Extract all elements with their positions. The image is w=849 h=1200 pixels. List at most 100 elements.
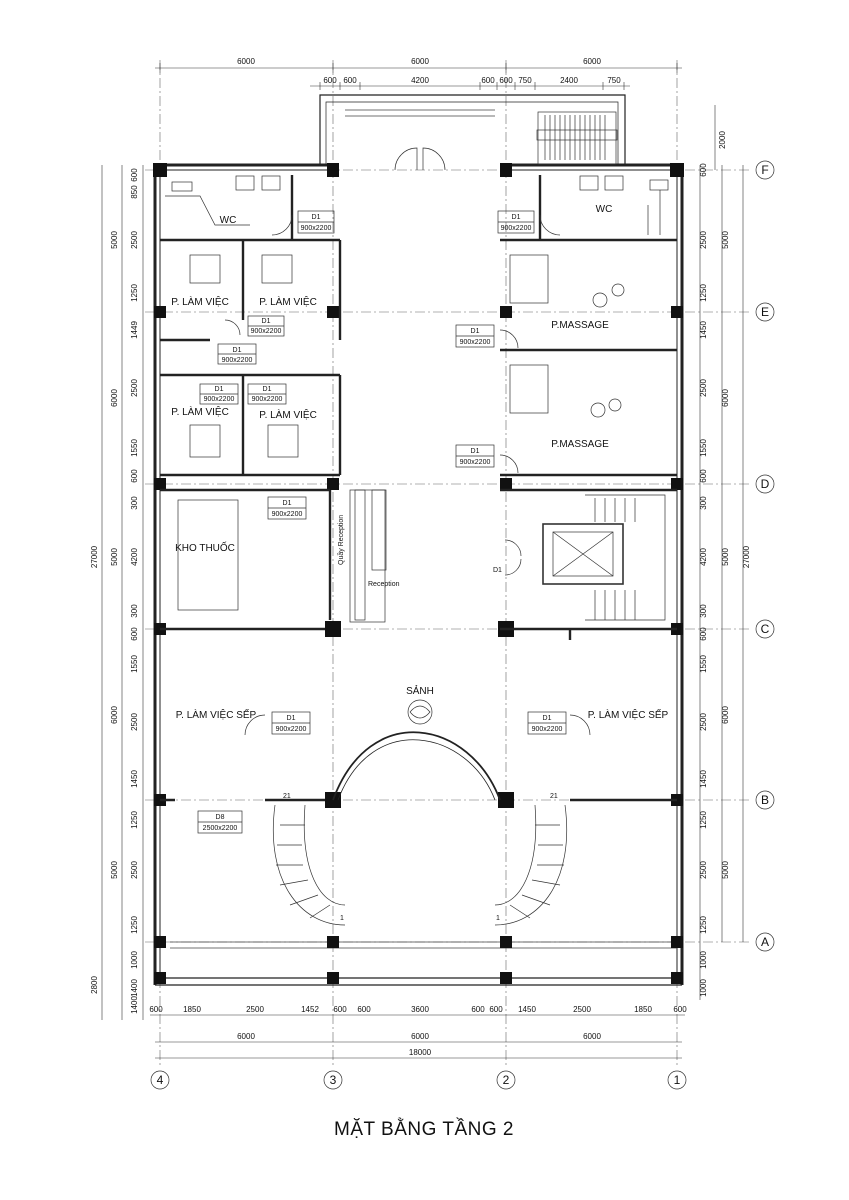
dim-bottom-sub: 600	[471, 1005, 485, 1014]
dim-right: 600	[699, 627, 708, 641]
grid-row-c: C	[761, 622, 770, 636]
dim-top-2: 6000	[411, 57, 429, 66]
dim-left-mid: 6000	[110, 389, 119, 407]
door-size: 900x2200	[501, 225, 532, 232]
room-office-2: P. LÀM VIỆC	[259, 295, 317, 308]
wc-fixtures	[165, 175, 669, 235]
lobby-ornament	[407, 699, 433, 725]
dim-left-mid: 5000	[110, 861, 119, 879]
grid-row-d: D	[761, 477, 770, 491]
door-size: 900x2200	[460, 339, 491, 346]
room-lobby: SẢNH	[406, 684, 434, 697]
door-tag: D1 900x2200	[527, 711, 567, 735]
door-tags: D1 900x2200 D1 900x2200 D1 900x2200 D1 9…	[197, 210, 567, 834]
room-massage-1: P.MASSAGE	[551, 320, 609, 331]
door-tag: D1 900x2200	[199, 383, 239, 405]
right-dimensions: 600 2500 1250 1450 2500 1550 600 300 420…	[699, 163, 751, 1000]
dim-bottom-main: 6000	[237, 1032, 255, 1041]
dim-left: 1449	[130, 321, 139, 339]
lobby-curve-wall	[332, 731, 501, 801]
room-office-3: P. LÀM VIỆC	[171, 405, 229, 418]
dim-right: 2500	[699, 861, 708, 879]
door-code: D1	[543, 715, 552, 722]
dim-right-mid: 5000	[721, 861, 730, 879]
dim-bottom-sub: 1850	[183, 1005, 201, 1014]
interior-walls	[160, 175, 677, 802]
stair-mark: 1	[340, 915, 344, 922]
dim-bottom-sub: 600	[357, 1005, 371, 1014]
room-pharmacy: KHO THUỐC	[175, 540, 235, 554]
door-code: D1	[263, 386, 272, 393]
dim-left: 2500	[130, 861, 139, 879]
stair-mark: 21	[283, 793, 291, 800]
exterior-walls	[153, 94, 684, 986]
dim-right: 1550	[699, 439, 708, 457]
dim-bottom-sub: 600	[333, 1005, 347, 1014]
door-size: 900x2200	[272, 511, 303, 518]
door-code: D1	[312, 214, 321, 221]
room-massage-2: P.MASSAGE	[551, 439, 609, 450]
dim-left: 850	[130, 185, 139, 199]
room-office-4: P. LÀM VIỆC	[259, 408, 317, 421]
grid-col-4: 4	[157, 1073, 164, 1087]
dim-right: 2500	[699, 379, 708, 397]
dim-right-total: 27000	[742, 545, 751, 568]
door-tag: D1 900x2200	[455, 324, 495, 348]
dim-right: 2500	[699, 713, 708, 731]
dim-right: 1550	[699, 655, 708, 673]
door-size: 900x2200	[532, 726, 563, 733]
dim-left: 1550	[130, 439, 139, 457]
reception-desk	[354, 489, 387, 621]
dim-left: 2500	[130, 379, 139, 397]
door-swings	[224, 214, 591, 736]
door-code: D1	[262, 318, 271, 325]
door-size: 900x2200	[276, 726, 307, 733]
elevator-door-tag: D1	[493, 567, 502, 574]
door-tag: D1 900x2200	[267, 496, 307, 520]
door-code: D1	[471, 448, 480, 455]
dim-top-sub: 600	[499, 76, 513, 85]
dim-bottom-main: 6000	[583, 1032, 601, 1041]
dim-top-sub: 600	[481, 76, 495, 85]
main-entry-doors	[394, 147, 446, 171]
door-tag: D1 900x2200	[247, 315, 285, 337]
dim-left: 600	[130, 168, 139, 182]
dim-right: 300	[699, 496, 708, 510]
door-code: D1	[471, 328, 480, 335]
dim-right: 600	[699, 163, 708, 177]
stair-mark: 21	[550, 793, 558, 800]
dim-left: 1250	[130, 284, 139, 302]
dim-left-total: 27000	[90, 545, 99, 568]
door-size: 900x2200	[222, 357, 253, 364]
dim-left: 600	[130, 627, 139, 641]
dim-top-sub: 600	[343, 76, 357, 85]
door-size: 2500x2200	[203, 825, 238, 832]
dim-left-mid: 6000	[110, 706, 119, 724]
room-wc-right: WC	[596, 204, 613, 215]
structural-columns	[153, 163, 684, 984]
dim-bottom-sub: 2500	[573, 1005, 591, 1014]
door-tag: D8 2500x2200	[197, 810, 243, 834]
dim-right-mid: 5000	[721, 548, 730, 566]
door-tag: D1 900x2200	[297, 210, 335, 234]
dim-bottom-sub: 600	[149, 1005, 163, 1014]
dim-right: 1250	[699, 811, 708, 829]
dim-top-sub: 4200	[411, 76, 429, 85]
door-code: D1	[287, 715, 296, 722]
grid-row-a: A	[761, 935, 769, 949]
dim-left: 300	[130, 604, 139, 618]
dim-right-mid: 6000	[721, 389, 730, 407]
dim-left: 300	[130, 496, 139, 510]
stair-mark: 1	[496, 915, 500, 922]
dim-right-mid: 6000	[721, 706, 730, 724]
grid-col-1: 1	[674, 1073, 681, 1087]
door-code: D1	[512, 214, 521, 221]
dim-bottom-sub: 600	[489, 1005, 503, 1014]
dim-left: 1250	[130, 811, 139, 829]
bottom-dimensions: 600 1850 2500 1452 600 600 3600 600 600 …	[149, 1005, 687, 1059]
dim-left: 2500	[130, 713, 139, 731]
axis-lines	[145, 60, 752, 1065]
grid-col-3: 3	[330, 1073, 337, 1087]
elevator-core	[542, 494, 666, 621]
